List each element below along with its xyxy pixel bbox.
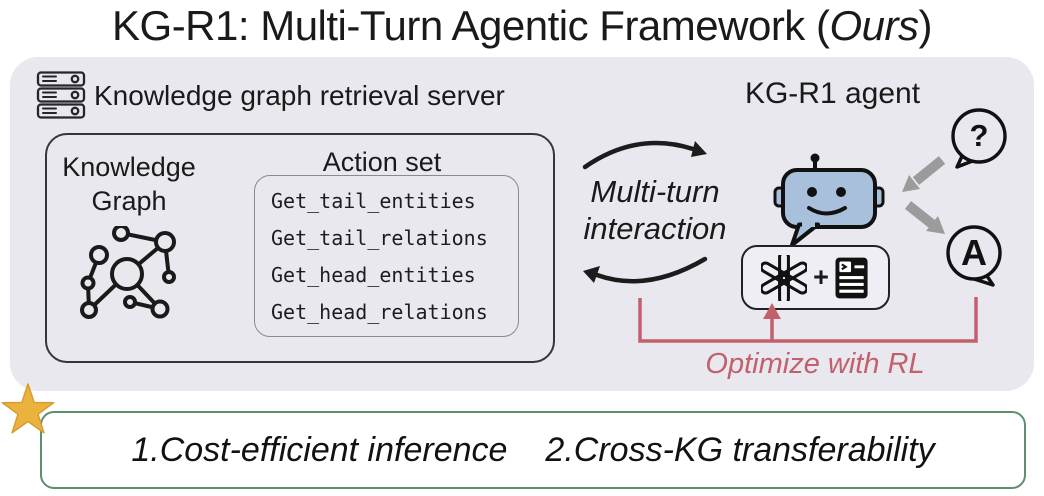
knowledge-graph-label-line1: Knowledge — [62, 152, 196, 182]
agent-label: KG-R1 agent — [744, 77, 921, 110]
action-item: Get_head_relations — [271, 300, 488, 324]
robot-face-icon — [773, 153, 885, 247]
answer-bubble-icon: A — [946, 225, 1002, 287]
action-set-title: Action set — [322, 147, 442, 177]
takeaway-cross-kg: 2.Cross-KG transferability — [545, 430, 935, 469]
optimize-with-rl-label: Optimize with RL — [705, 348, 925, 380]
llm-model-box: + — [741, 245, 890, 310]
interaction-label: Multi-turn interaction — [555, 173, 755, 247]
knowledge-graph-label-line2: Graph — [91, 186, 167, 216]
rl-bracket-arrow — [638, 297, 978, 343]
takeaway-cost-efficient: 1.Cost-efficient inference — [131, 430, 508, 469]
plus-sign: + — [813, 262, 829, 292]
answer-glyph: A — [961, 232, 987, 273]
star-icon — [1, 383, 55, 434]
figure-title: KG-R1: Multi-Turn Agentic Framework (Our… — [0, 2, 1044, 50]
arrow-agent-to-answer-icon — [904, 201, 945, 234]
action-set-box: Get_tail_entities Get_tail_relations Get… — [254, 175, 519, 337]
interaction-label-line1: Multi-turn — [590, 174, 720, 209]
figure-title-close: ) — [918, 2, 932, 49]
loop-arrow-left-icon — [583, 256, 708, 284]
openai-logo-icon — [761, 254, 808, 301]
arrow-question-to-agent-icon — [902, 156, 946, 192]
question-glyph: ? — [970, 118, 989, 153]
framework-panel: Knowledge graph retrieval server KG-R1 a… — [10, 57, 1034, 391]
action-item: Get_tail_relations — [271, 226, 488, 250]
knowledge-graph-label: Knowledge Graph — [59, 150, 199, 218]
interaction-label-line2: interaction — [583, 211, 727, 246]
action-item: Get_head_entities — [271, 263, 476, 287]
question-bubble-icon: ? — [951, 108, 1007, 169]
server-rack-icon — [36, 71, 86, 119]
takeaways-box: 1.Cost-efficient inference 2.Cross-KG tr… — [40, 411, 1026, 489]
figure-title-ours: Ours — [829, 2, 919, 49]
kg-server-box: Knowledge Graph — [45, 133, 555, 363]
figure-title-main: KG-R1: Multi-Turn Agentic Framework ( — [112, 2, 830, 49]
loop-arrow-right-icon — [582, 140, 707, 170]
server-label: Knowledge graph retrieval server — [94, 80, 505, 111]
prompt-script-icon — [835, 257, 868, 298]
knowledge-graph-network-icon — [80, 226, 176, 319]
question-answer-arrows — [902, 156, 946, 234]
action-item: Get_tail_entities — [271, 189, 476, 213]
